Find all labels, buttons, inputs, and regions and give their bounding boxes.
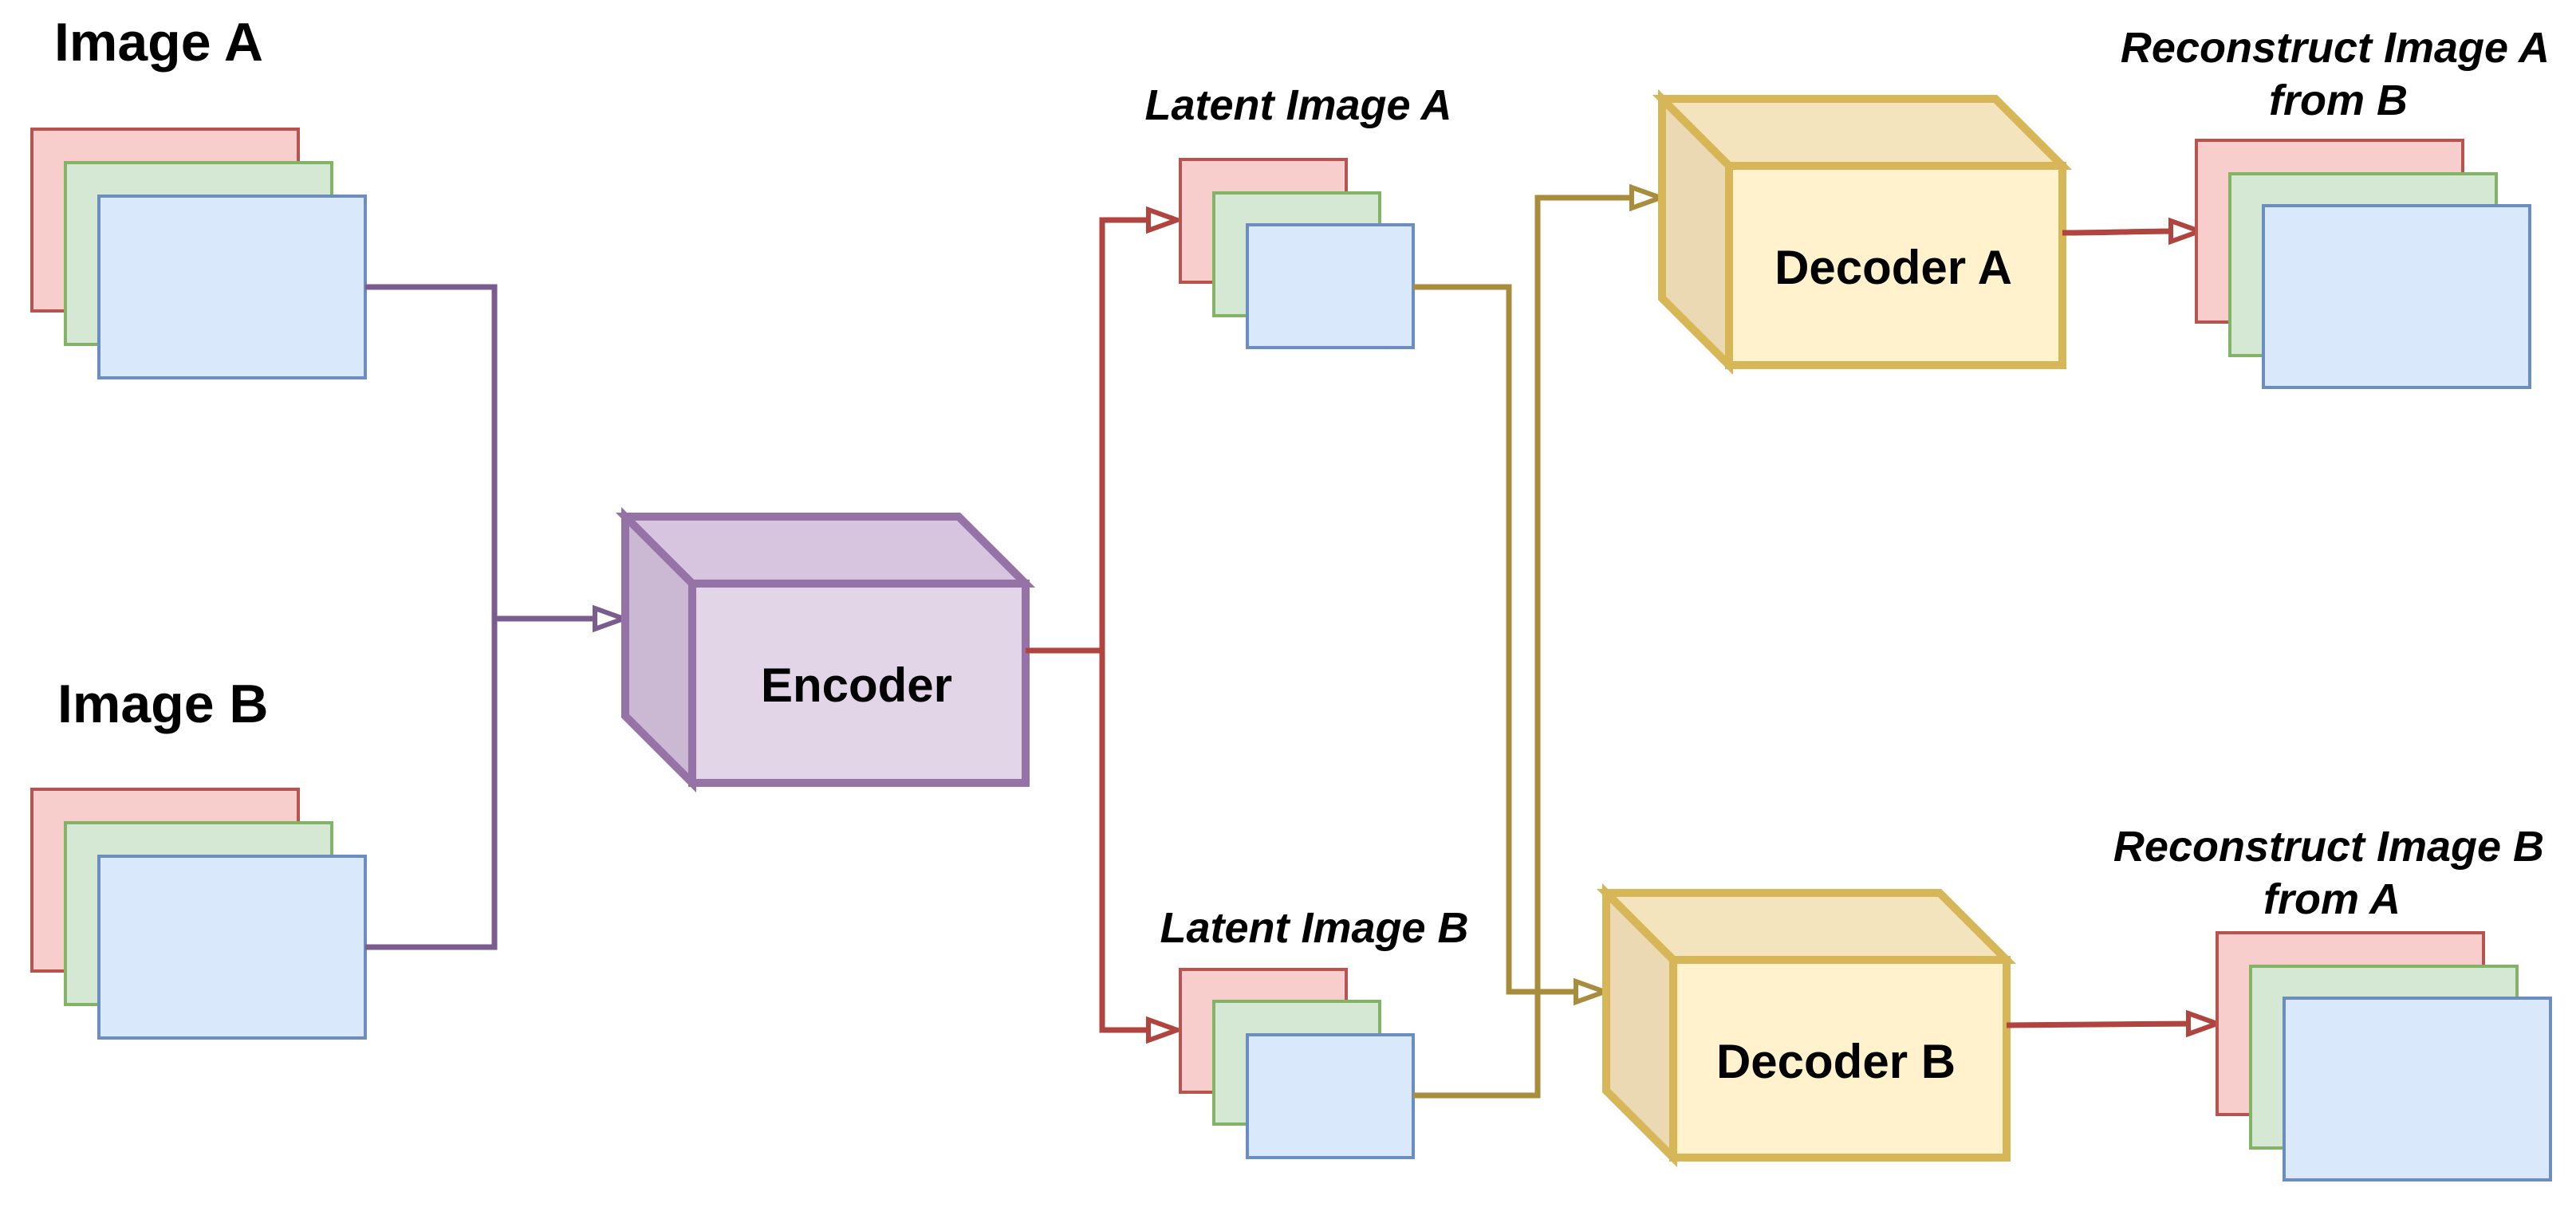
decoder-a-box — [1652, 88, 2073, 375]
decoder-a-output-line — [2062, 228, 2181, 236]
decoder-input-connectors — [1413, 195, 1641, 1099]
encoder-label: Encoder — [761, 659, 952, 712]
latent-a-to-decoder-b-line — [1413, 284, 1587, 995]
latent-b-stack — [1179, 968, 1415, 1159]
image-b-stack — [30, 788, 367, 1040]
latent-a-label: Latent Image A — [1144, 81, 1451, 129]
decoder-b-box — [1596, 883, 2017, 1168]
decoder-a-input-arrowhead — [1629, 183, 1668, 212]
latent-a-arrowhead — [1146, 206, 1184, 234]
reconstruct-b-label-line2: from A — [2263, 875, 2401, 923]
image-b-layer-blue — [97, 855, 367, 1040]
decoder-b-output-line — [2006, 1020, 2199, 1028]
decoder-a-label: Decoder A — [1774, 241, 2012, 294]
latent-a-stack — [1179, 158, 1415, 349]
reconstruct-a-arrowhead — [2168, 217, 2207, 246]
reconstruct-a-layer-blue — [2262, 204, 2531, 389]
latent-a-layer-blue — [1246, 223, 1415, 349]
decoder-b-front-face — [1669, 956, 2011, 1162]
decoder-output-connectors — [2006, 228, 2199, 1028]
reconstruct-a-stack — [2195, 139, 2531, 389]
latent-b-layer-blue — [1246, 1033, 1415, 1159]
latent-b-label: Latent Image B — [1160, 904, 1468, 952]
decoder-a-front-face — [1725, 162, 2066, 369]
reconstruct-a-label-line1: Reconstruct Image A — [2121, 24, 2550, 72]
reconstruct-a-label-line2: from B — [2269, 77, 2408, 124]
latent-split-line — [1099, 217, 1158, 1033]
reconstruct-b-layer-blue — [2283, 997, 2552, 1182]
image-a-label: Image A — [54, 12, 263, 73]
image-a-layer-blue — [97, 195, 367, 379]
decoder-b-input-arrowhead — [1574, 977, 1612, 1006]
reconstruct-b-stack — [2216, 931, 2552, 1182]
latent-b-to-decoder-a-line — [1413, 195, 1641, 1099]
image-b-label: Image B — [57, 674, 269, 734]
input-connectors — [365, 284, 606, 950]
reconstruct-b-arrowhead — [2186, 1009, 2224, 1038]
image-a-connector — [365, 284, 498, 950]
reconstruct-b-label-line1: Reconstruct Image B — [2113, 823, 2544, 871]
encoder-input-arrowhead — [593, 604, 631, 633]
latent-b-arrowhead — [1146, 1016, 1184, 1044]
image-a-stack — [30, 128, 367, 379]
encoder-front-face — [688, 580, 1030, 787]
encoder-output-connectors — [1026, 217, 1158, 1033]
encoder-box — [615, 506, 1036, 793]
decoder-b-label: Decoder B — [1716, 1035, 1956, 1088]
